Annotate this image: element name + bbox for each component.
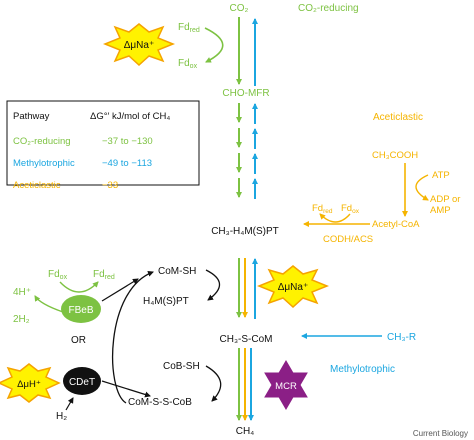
- cdet-complex: [63, 367, 101, 395]
- h2-to-cdet-arrow: [65, 397, 74, 411]
- adp-or-amp-line-2: AMP: [430, 205, 451, 216]
- fd-cycle-arrow-mid: [319, 213, 351, 223]
- or-label: OR: [71, 335, 86, 346]
- codh-acs-label: CODH/ACS: [323, 234, 373, 245]
- fd-cycle-arrow-fbeb: [59, 281, 99, 293]
- com-sh-label: CoM-SH: [158, 266, 196, 277]
- intermediate-arrows: [236, 103, 258, 199]
- cob-sh-label: CoB-SH: [163, 361, 200, 372]
- h2-oxidation-arrow: [34, 295, 64, 313]
- energetics-table-box: [6, 100, 200, 186]
- coenzyme-recycle-arrow: [112, 270, 154, 404]
- adp-or-amp-line-1: ADP or: [430, 194, 460, 205]
- methyl-r-label: CH₃-R: [387, 332, 416, 343]
- fbeb-label: FBeB: [68, 305, 93, 316]
- two-h2-label: 2H₂: [13, 314, 30, 325]
- proton-gradient-star: [0, 363, 61, 403]
- fd-red-label-fbeb: Fdred: [93, 269, 115, 281]
- table-row-methyl-name: Methylotrophic: [13, 158, 75, 169]
- fbeb-complex: [61, 295, 101, 323]
- atp-hydrolysis-arrow: [415, 174, 429, 201]
- heterodisulfide-label: CoM-S-S-CoB: [128, 397, 192, 408]
- fd-red-label-mid: Fdred: [312, 203, 333, 215]
- sodium-gradient-label-mid: ΔμNa⁺: [278, 282, 309, 293]
- co2-top-label: CO₂: [230, 3, 249, 14]
- four-protons-label: 4H⁺: [13, 287, 31, 298]
- fd-red-label-top: Fdred: [178, 22, 200, 34]
- sodium-gradient-label-top: ΔμNa⁺: [124, 40, 155, 51]
- table-row-acetate-name: Aceticlastic: [13, 180, 61, 191]
- acetate-label: CH₃COOH: [372, 150, 418, 161]
- mcr-enzyme-star: [264, 360, 308, 410]
- table-header-pathway: Pathway: [13, 111, 50, 122]
- table-row-methyl-value: −49 to −113: [102, 158, 152, 169]
- table-row-co2-value: −37 to −130: [102, 136, 153, 147]
- sodium-gradient-star-mid: [256, 265, 330, 309]
- aceticlastic-label: Aceticlastic: [373, 112, 423, 123]
- cdet-label: CDeT: [69, 377, 95, 388]
- methylotrophic-label: Methylotrophic: [330, 364, 395, 375]
- fd-ox-label-top: Fdox: [178, 58, 198, 70]
- cho-mfr-label: CHO-MFR: [222, 88, 269, 99]
- sodium-gradient-star-top: [102, 23, 176, 67]
- atp-label: ATP: [432, 170, 450, 181]
- table-row-acetate-value: −33: [102, 180, 118, 191]
- h2-label: H₂: [56, 411, 67, 422]
- journal-credit: Current Biology: [413, 429, 468, 438]
- methyl-com-label: CH₃-S-CoM: [220, 334, 273, 345]
- fd-ox-label-mid: Fdox: [341, 203, 360, 215]
- cdet-to-cycle-arrow: [101, 380, 151, 398]
- cob-heterodisulfide-cycle-arrow: [205, 365, 222, 402]
- mcr-label: MCR: [275, 381, 297, 392]
- fd-ox-label-fbeb: Fdox: [48, 269, 68, 281]
- fbeb-to-cycle-arrow: [101, 278, 139, 302]
- methane-label: CH₄: [236, 426, 255, 437]
- methyl-h4mspt-label: CH₃-H₄M(S)PT: [211, 226, 279, 237]
- h4mspt-label: H₄M(S)PT: [143, 296, 189, 307]
- acetyl-coa-label: Acetyl-CoA: [372, 219, 420, 230]
- co2-reducing-top-label: CO₂-reducing: [298, 3, 359, 14]
- fd-cycle-arrow-top: [204, 27, 224, 63]
- com-h4mspt-cycle-arrow: [205, 269, 221, 301]
- table-header-dg: ΔG°′ kJ/mol of CH₄: [90, 111, 170, 122]
- proton-gradient-label: ΔμH⁺: [17, 379, 41, 390]
- table-row-co2-name: CO₂-reducing: [13, 136, 71, 147]
